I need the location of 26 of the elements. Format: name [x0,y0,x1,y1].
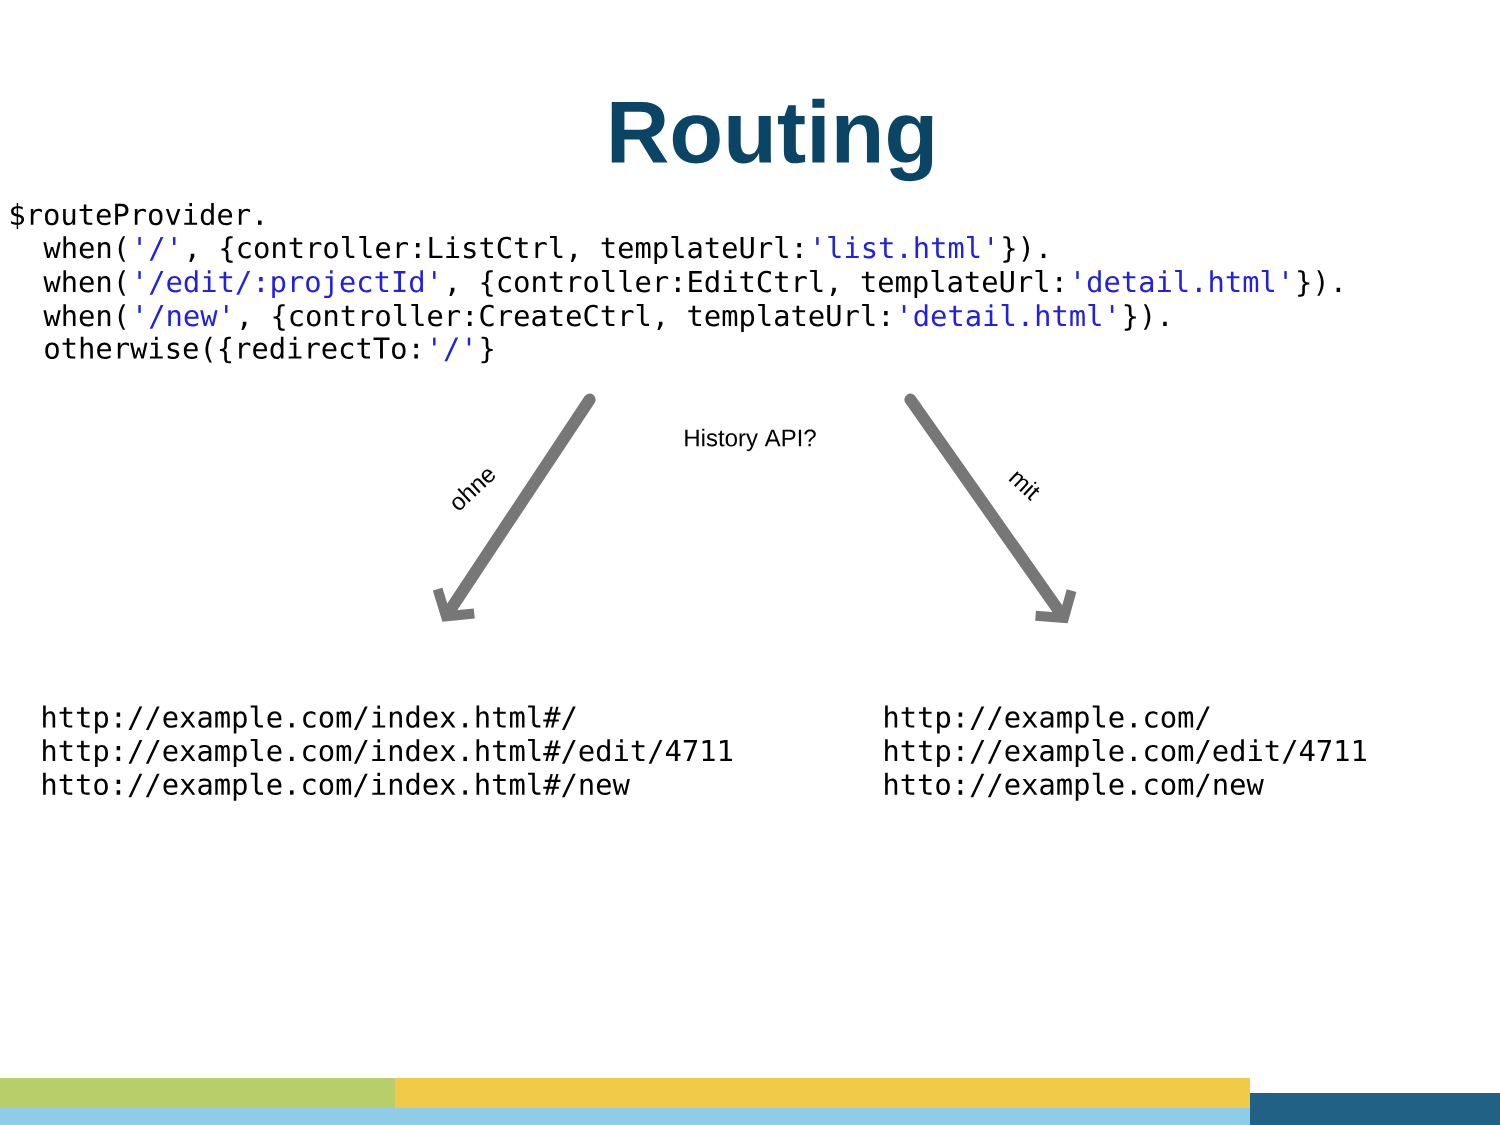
url-list: http://example.com/ http://example.com/edit/4711 htto://example.com/new [885,705,1366,801]
code-text: 'list.html' [816,236,992,259]
url-list: http://example.com/index.html#/ http://example.com/index.html#/edit/4711 htto://example.com/index.html#/new [43,705,732,801]
code-text: , {controller:EditCtrl, templateUrl: [449,270,1062,299]
code-text: 'detail.html' [1076,270,1287,293]
code-text: }). [1003,236,1046,263]
code-text: when( [43,304,126,330]
code-text: '/' [433,337,471,362]
question-text: History API? [685,428,816,452]
code-text: otherwise({redirectTo: [45,336,418,364]
edge-label: mit [1008,471,1040,501]
code-text: , {controller:ListCtrl, templateUrl: [189,236,801,265]
code-text: }). [1298,270,1341,297]
code-text: }). [1124,304,1167,331]
arrow [432,393,596,622]
arrow [904,393,1077,624]
code-text: when( [43,270,126,296]
code-text: '/' [138,237,176,261]
code-text: , {controller:CreateCtrl, templateUrl: [241,304,888,333]
code-text: '/edit/:projectId' [138,270,436,299]
code-text: when( [43,236,126,262]
code-text: $routeProvider. [11,202,262,230]
code-text: 'detail.html' [902,304,1114,327]
code-text: } [481,336,493,364]
code-text: '/new' [138,305,228,329]
title: Routing [611,98,933,182]
